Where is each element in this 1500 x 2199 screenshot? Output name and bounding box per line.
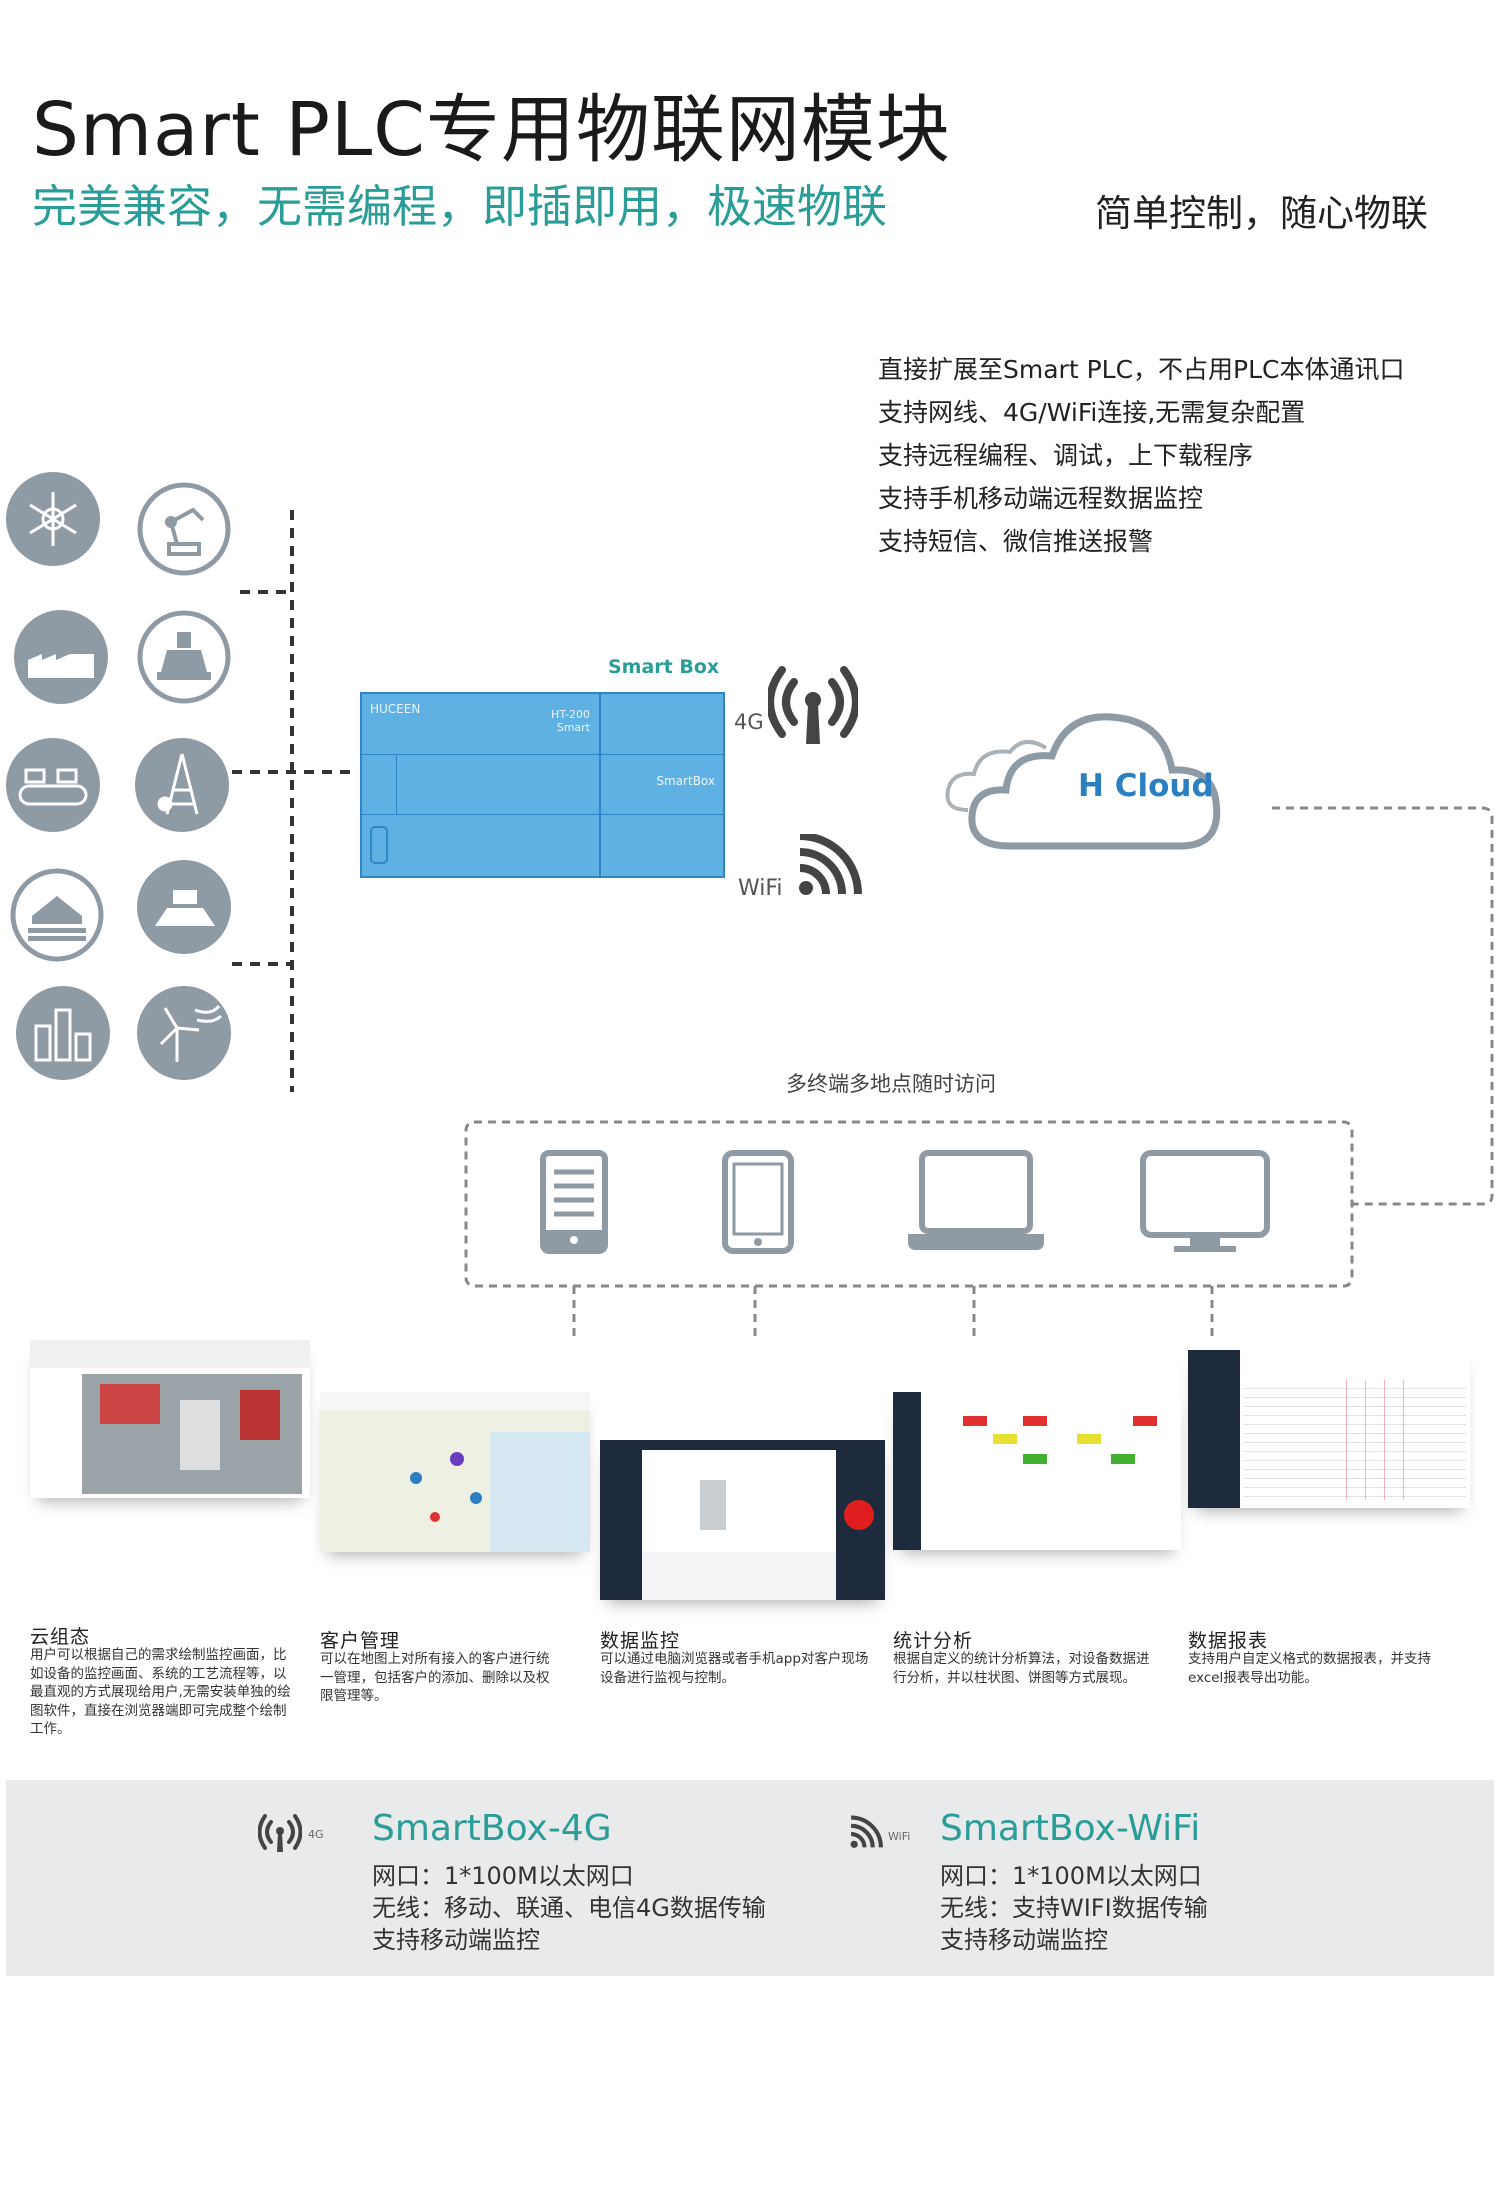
screenshot-customer-map: [320, 1392, 590, 1552]
product-spec: 网口：1*100M以太网口: [940, 1862, 1202, 1890]
wifi-icon: [799, 834, 862, 895]
module-sub: Smart: [556, 721, 590, 734]
function-desc: 根据自定义的统计分析算法，对设备数据进行分析，并以柱状图、饼图等方式展现。: [893, 1651, 1150, 1686]
refinery-icon: [16, 986, 110, 1080]
plc-module: HUCEEN HT-200 Smart: [360, 692, 602, 878]
laptop-icon: [908, 1150, 1044, 1250]
product-name: SmartBox-4G: [372, 1808, 612, 1849]
product-icon-tag: WiFi: [888, 1830, 911, 1843]
feature-item: 支持手机移动端远程数据监控: [878, 484, 1204, 513]
wifi-icon: [850, 1815, 883, 1848]
module-brand: HUCEEN: [370, 702, 421, 716]
label-4g: 4G: [734, 710, 764, 734]
terminals-caption: 多终端多地点随时访问: [786, 1072, 996, 1096]
product-spec: 支持移动端监控: [372, 1926, 540, 1954]
product-band: [6, 1780, 1494, 1976]
oil-pump-icon: [137, 610, 231, 704]
module-smartbox-label: SmartBox: [656, 774, 715, 788]
function-desc: 支持用户自定义格式的数据报表，并支持excel报表导出功能。: [1188, 1651, 1431, 1686]
product-name: SmartBox-WiFi: [940, 1808, 1201, 1849]
factory-icon: [14, 610, 108, 704]
page-title: Smart PLC专用物联网模块: [32, 87, 951, 173]
wind-turbine-icon: [137, 986, 231, 1080]
feature-item: 支持远程编程、调试，上下载程序: [878, 441, 1254, 470]
tagline: 简单控制，随心物联: [1095, 192, 1428, 235]
farm-barn-icon: [10, 868, 104, 962]
function-title: 云组态: [30, 1626, 91, 1648]
module-model: HT-200: [551, 708, 590, 721]
product-spec: 无线：移动、联通、电信4G数据传输: [372, 1894, 766, 1922]
function-title: 数据报表: [1188, 1630, 1269, 1652]
harvester-icon: [137, 860, 231, 954]
page-subtitle: 完美兼容，无需编程，即插即用，极速物联: [32, 180, 888, 233]
db9-port: [370, 826, 388, 864]
robot-arm-icon: [137, 482, 231, 576]
label-wifi: WiFi: [738, 876, 783, 901]
feature-item: 支持网线、4G/WiFi连接,无需复杂配置: [878, 398, 1306, 427]
function-desc: 用户可以根据自己的需求绘制监控画面，比如设备的监控画面、系统的工艺流程等，以最直…: [30, 1647, 291, 1737]
tablet-icon: [722, 1150, 794, 1254]
4g-antenna-icon: [258, 1814, 302, 1852]
screenshot-data-monitor: [600, 1440, 885, 1600]
smartbox-label: Smart Box: [608, 656, 720, 678]
cloud-icon: [945, 713, 1221, 850]
function-desc: 可以通过电脑浏览器或者手机app对客户现场设备进行监视与控制。: [600, 1651, 869, 1686]
snowflake-icon: [6, 472, 100, 566]
cloud-label: H Cloud: [1078, 768, 1214, 804]
smartbox-module: SmartBox: [599, 692, 725, 878]
4g-antenna-icon: [768, 666, 858, 744]
conveyor-icon: [6, 738, 100, 832]
feature-item: 支持短信、微信推送报警: [878, 527, 1154, 556]
function-title: 数据监控: [600, 1630, 681, 1652]
oil-derrick-icon: [135, 738, 229, 832]
phone-icon: [540, 1150, 608, 1254]
connection-lines: [232, 510, 1494, 1336]
monitor-icon: [1140, 1150, 1270, 1252]
product-spec: 无线：支持WIFI数据传输: [940, 1894, 1208, 1922]
function-desc: 可以在地图上对所有接入的客户进行统一管理，包括客户的添加、删除以及权限管理等。: [320, 1651, 550, 1704]
product-spec: 网口：1*100M以太网口: [372, 1862, 634, 1890]
function-title: 客户管理: [320, 1630, 401, 1652]
feature-item: 直接扩展至Smart PLC，不占用PLC本体通讯口: [878, 355, 1405, 384]
screenshot-statistics: [893, 1392, 1181, 1550]
screenshot-data-report: [1188, 1350, 1470, 1508]
product-icon-tag: 4G: [308, 1828, 324, 1841]
screenshot-cloud-config: [30, 1340, 310, 1498]
function-title: 统计分析: [893, 1630, 974, 1652]
product-spec: 支持移动端监控: [940, 1926, 1108, 1954]
